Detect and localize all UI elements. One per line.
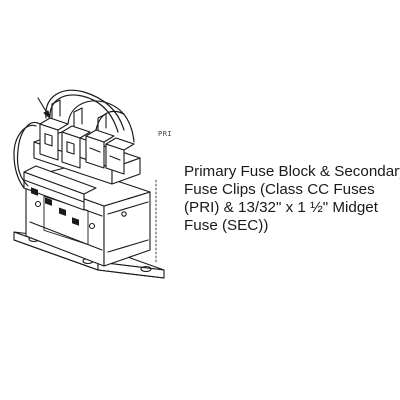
terminal-screw (72, 217, 79, 226)
leader-arrow (37, 97, 51, 119)
terminal-screw (59, 207, 66, 217)
terminal-screw (45, 197, 52, 206)
fuse-block (33, 99, 141, 185)
bolt-icon (88, 222, 96, 230)
mounting-slot (140, 265, 152, 273)
bolt-icon (34, 200, 42, 208)
bolt-icon (121, 211, 127, 217)
lead-wires (13, 89, 135, 189)
callout-line: Fuse (SEC)) (184, 217, 269, 234)
callout-line: (PRI) & 13/32" x 1 ½" Midget (184, 199, 378, 216)
terminal-screw (31, 187, 38, 196)
terminal-strip (23, 165, 97, 226)
callout-line: Primary Fuse Block & Secondary (184, 163, 400, 180)
callout-line: Fuse Clips (Class CC Fuses (184, 181, 375, 198)
pri-label: PRI (158, 130, 173, 138)
fuse-description-callout: Primary Fuse Block & Secondary Fuse Clip… (184, 163, 400, 235)
